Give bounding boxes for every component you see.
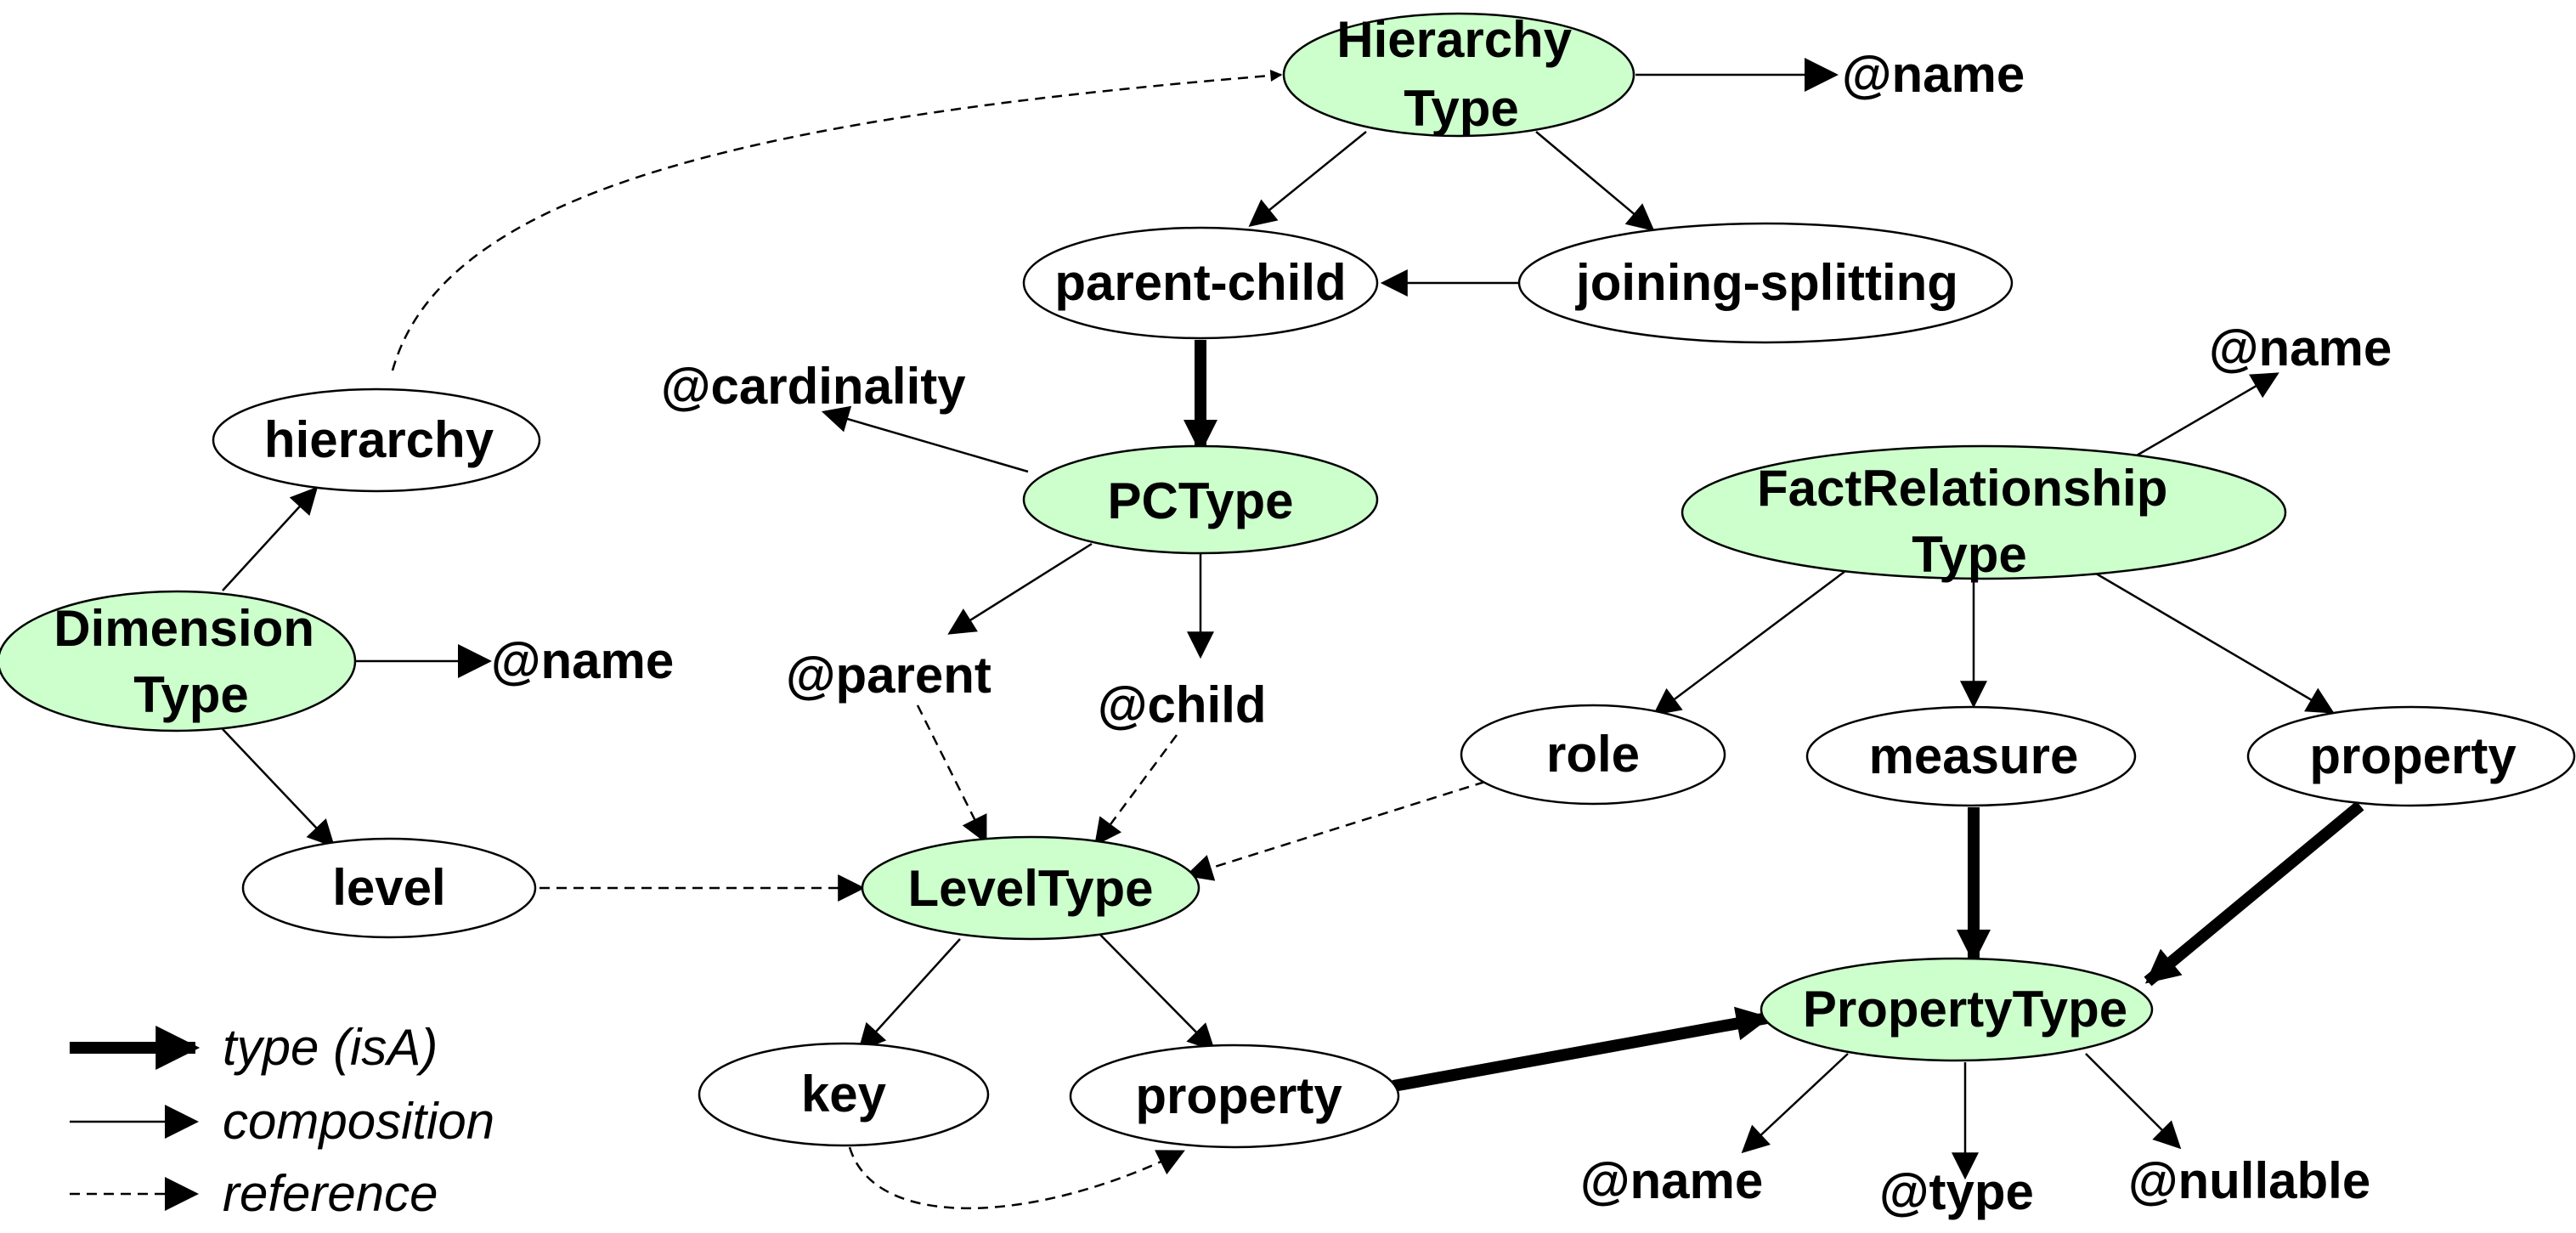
legend-composition-label: composition — [223, 1093, 494, 1150]
edge-key-to-property — [848, 1146, 1185, 1210]
node-fact-property-shape — [2246, 705, 2576, 807]
legend: type (isA) composition reference — [70, 1019, 494, 1222]
attributes: @name @cardinality @name @name @parent @… — [491, 46, 2392, 1220]
node-role-label: role — [1546, 726, 1640, 783]
node-joining-splitting: joining-splitting — [1517, 222, 2014, 344]
node-fact-relationship-type-label-line1: FactRelationship — [1757, 460, 2167, 517]
attr-dimension-name: @name — [491, 632, 674, 689]
edge-fact-property-to-property-type — [2144, 800, 2364, 987]
node-hierarchy-type-shape — [1282, 12, 1635, 138]
edge-role-to-level-type — [1184, 780, 1486, 881]
node-level-property: property — [1069, 1044, 1400, 1149]
edge-property-type-to-nullable — [2085, 1053, 2182, 1150]
node-level-label: level — [332, 859, 445, 916]
node-measure-shape — [1805, 705, 2137, 807]
attr-property-name: @name — [1580, 1152, 1763, 1209]
node-dimension-type-shape — [0, 590, 357, 732]
node-key-shape — [698, 1042, 990, 1147]
edge-dimension-type-to-hierarchy — [222, 486, 319, 591]
node-joining-splitting-label: joining-splitting — [1575, 254, 1958, 311]
node-property-type: PropertyType — [1760, 957, 2154, 1062]
edge-child-to-level-type — [1094, 734, 1178, 846]
node-pctype: PCType — [1022, 444, 1379, 555]
node-hierarchy: hierarchy — [212, 387, 541, 493]
node-level-type-shape — [861, 835, 1200, 941]
node-level-type-label: LevelType — [907, 860, 1153, 917]
legend-type-label: type (isA) — [223, 1019, 438, 1076]
attr-property-nullable: @nullable — [2128, 1152, 2370, 1209]
node-fact-relationship-type: FactRelationship Type — [1681, 444, 2287, 583]
edge-fact-type-to-name — [2130, 372, 2279, 461]
edges — [222, 58, 2364, 1210]
node-hierarchy-type: Hierarchy Type — [1282, 11, 1635, 138]
svg-text:Hierarchy Type: Hierarchy Type — [1336, 11, 1586, 137]
node-level-property-shape — [1069, 1044, 1400, 1149]
node-fact-property-label: property — [2309, 727, 2517, 784]
node-joining-splitting-shape — [1517, 222, 2014, 344]
node-level-type: LevelType — [861, 835, 1200, 941]
node-property-type-shape — [1760, 957, 2154, 1062]
node-role: role — [1460, 704, 1726, 806]
edge-fact-type-to-property — [2091, 569, 2335, 714]
edge-dimension-type-to-level — [222, 728, 336, 848]
node-dimension-type-label-line1: Dimension — [54, 600, 314, 657]
node-pctype-shape — [1022, 444, 1379, 555]
node-fact-relationship-type-shape — [1681, 444, 2287, 580]
svg-text:Dimension Type: Dimension Type — [54, 600, 328, 723]
attr-hierarchy-name: @name — [1842, 46, 2025, 103]
node-hierarchy-type-label-line2: Type — [1404, 80, 1519, 137]
attr-child: @child — [1098, 676, 1267, 733]
nodes: Hierarchy Type parent-child joining-spli… — [0, 11, 2576, 1149]
node-level-property-label: property — [1135, 1067, 1342, 1124]
node-hierarchy-type-label-line1: Hierarchy — [1336, 11, 1572, 68]
attr-property-datatype: @type — [1879, 1163, 2034, 1220]
node-parent-child-shape — [1022, 226, 1379, 340]
node-level: level — [241, 837, 537, 939]
node-key-label: key — [801, 1066, 887, 1123]
edge-fact-type-to-role — [1652, 570, 1846, 715]
node-pctype-label: PCType — [1108, 472, 1294, 529]
node-property-type-label: PropertyType — [1803, 981, 2127, 1038]
edge-pctype-to-cardinality — [821, 405, 1029, 473]
edge-property-type-to-name — [1741, 1053, 1849, 1154]
node-hierarchy-shape — [212, 387, 541, 493]
edge-level-type-to-key — [857, 938, 961, 1052]
node-parent-child-label: parent-child — [1054, 254, 1346, 311]
legend-reference-label: reference — [223, 1165, 438, 1222]
edge-level-type-to-property — [1099, 934, 1216, 1052]
node-parent-child: parent-child — [1022, 226, 1379, 340]
svg-text:FactRelationship Type: FactRelationship Type — [1757, 460, 2182, 583]
edge-hierarchy-type-to-parent-child — [1248, 131, 1367, 228]
node-measure: measure — [1805, 705, 2137, 807]
attr-fact-name: @name — [2209, 320, 2392, 376]
node-key: key — [698, 1042, 990, 1147]
node-role-shape — [1460, 704, 1726, 806]
edge-hierarchy-type-to-joining-splitting — [1535, 131, 1655, 232]
node-measure-label: measure — [1869, 727, 2079, 784]
node-dimension-type: Dimension Type — [0, 590, 357, 732]
node-dimension-type-label-line2: Type — [133, 666, 249, 723]
node-level-shape — [241, 837, 537, 939]
node-fact-relationship-type-label-line2: Type — [1912, 526, 2027, 583]
edge-pctype-to-parent — [947, 542, 1093, 635]
node-hierarchy-label: hierarchy — [264, 411, 494, 468]
attr-cardinality: @cardinality — [661, 358, 966, 415]
edge-level-property-to-property-type — [1392, 1006, 1771, 1092]
edge-parent-to-level-type — [916, 704, 987, 844]
attr-parent: @parent — [786, 647, 991, 704]
node-fact-property: property — [2246, 705, 2576, 807]
edge-hierarchy-to-hierarchy-type — [391, 70, 1283, 371]
